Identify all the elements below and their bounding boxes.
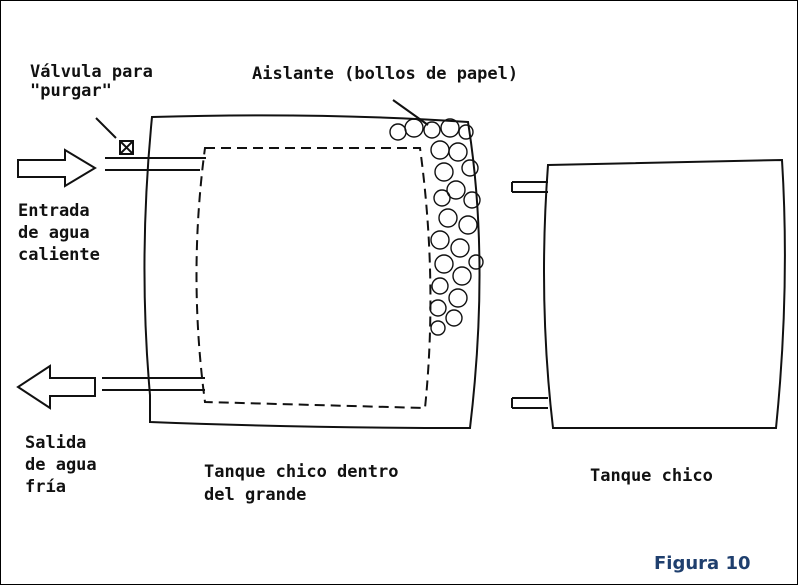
valve-pointer: [95, 117, 117, 139]
figure-label: Figura 10: [654, 553, 751, 574]
combined-tank-label-line1: Tanque chico dentro: [204, 462, 399, 482]
valve-label-line1: Válvula para: [30, 62, 153, 82]
outlet-label-line1: Salida: [25, 433, 87, 453]
outlet-label-line2: de agua: [25, 455, 97, 475]
outlet-arrow: [16, 364, 96, 410]
insulation-label: Aislante (bollos de papel): [252, 64, 519, 84]
combined-tank-label-line2: del grande: [204, 485, 307, 505]
valve-label-line2: "purgar": [30, 81, 112, 101]
big-tank-outline: [143, 114, 481, 430]
purge-valve: [119, 140, 134, 155]
insulation-pointer: [392, 99, 429, 126]
small-tank-label: Tanque chico: [590, 466, 713, 486]
inner-small-tank: [195, 147, 432, 410]
outlet-label-line3: fría: [25, 477, 66, 497]
inlet-label-line3: caliente: [18, 245, 100, 265]
small-tank-outline: [543, 158, 786, 429]
inlet-label-line2: de agua: [18, 223, 90, 243]
insulation-paper-balls: [389, 118, 484, 336]
inlet-arrow: [17, 148, 97, 188]
inlet-label-line1: Entrada: [18, 201, 90, 221]
